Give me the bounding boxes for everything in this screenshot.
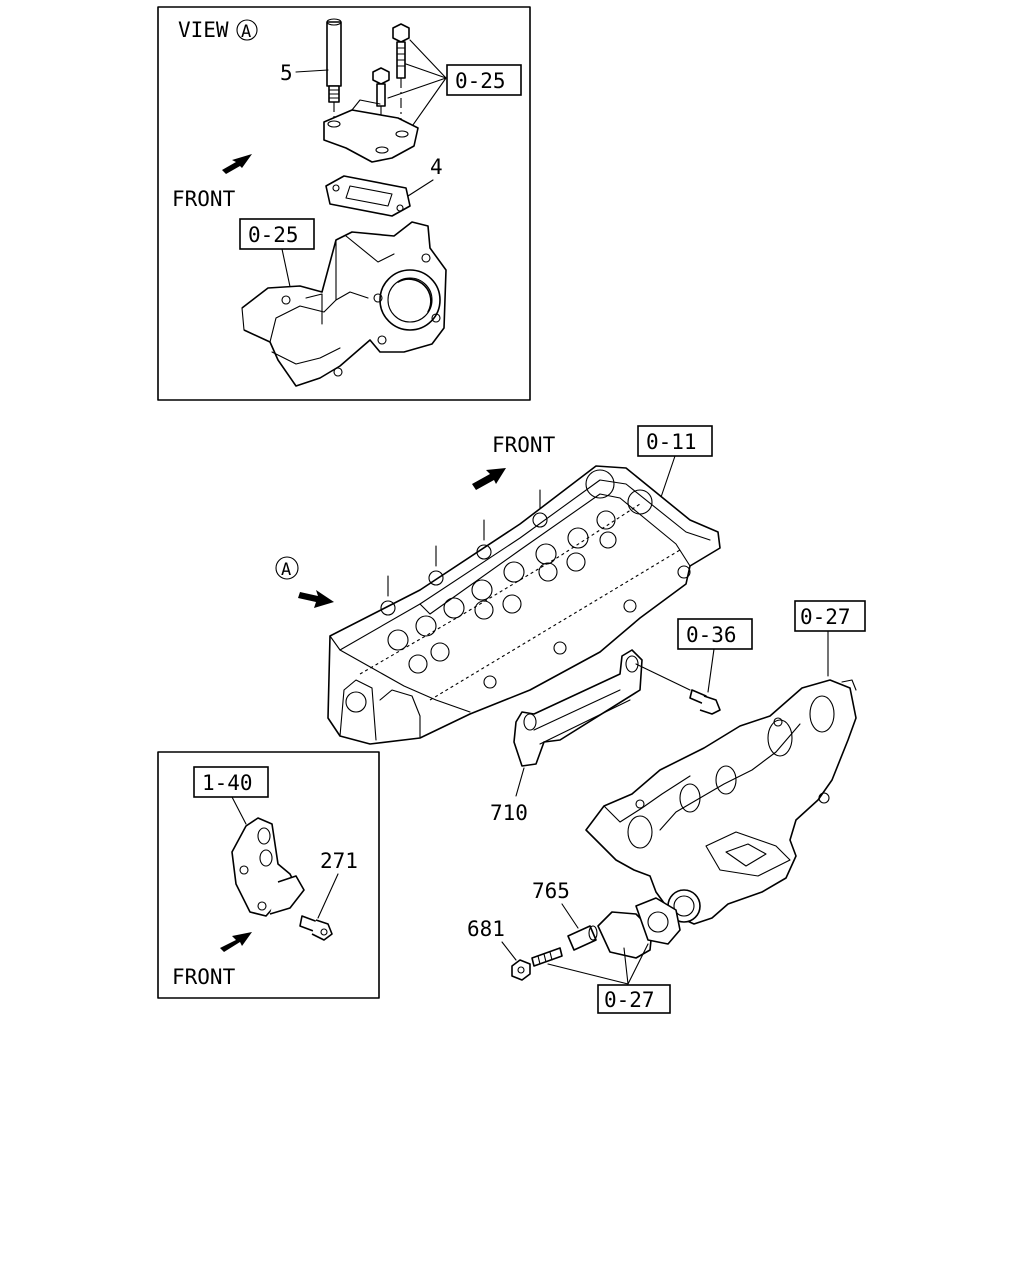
inset-front-label: FRONT [172, 965, 236, 989]
manifold-gaskets [597, 897, 681, 959]
label-part-5: 5 [280, 61, 293, 85]
view-a-ref-letter: A [281, 560, 291, 580]
label-part-681: 681 [467, 917, 505, 941]
ref-label-head: 0-25 [248, 223, 299, 247]
cam-journals [380, 469, 691, 689]
ref-label-bracket: 1-40 [202, 771, 253, 795]
head-block [327, 465, 721, 745]
bracket-inset-frame [157, 751, 380, 999]
bolt-ref-0-36 [689, 689, 721, 715]
label-part-4: 4 [430, 155, 443, 179]
gasket-part-4 [325, 175, 411, 217]
cylinder-head-section [241, 221, 447, 387]
main-front-arrow-icon [472, 468, 506, 490]
ref-box-manifold [794, 600, 866, 632]
bracket-part-710 [513, 649, 691, 767]
exhaust-manifold [585, 679, 857, 925]
mounting-bracket [231, 817, 305, 917]
nut-stud [392, 23, 410, 132]
view-a-ref-circle [275, 556, 299, 580]
view-a-front-label: FRONT [172, 187, 236, 211]
label-part-710: 710 [490, 801, 528, 825]
view-a-arrow-icon [298, 590, 334, 608]
stud-and-nut-part-681 [511, 947, 563, 981]
sleeve-part-765 [567, 925, 598, 951]
view-a-title: VIEW [178, 18, 229, 42]
bolt-part-271 [299, 915, 333, 941]
ref-label-cover: 0-11 [646, 430, 697, 454]
front-arrow-icon [222, 154, 252, 174]
ref-box-bolts [446, 64, 522, 96]
view-a-frame [157, 6, 531, 401]
cylinder-head-assembly: FRONT 0-11 A [275, 425, 721, 745]
main-front-label: FRONT [492, 433, 556, 457]
ref-box-bolt [677, 618, 753, 650]
view-a-panel: VIEW A 5 0-25 [157, 6, 531, 401]
ref-box-bracket [193, 766, 269, 798]
ref-box-gasket [597, 984, 671, 1014]
ref-label-bolts: 0-25 [455, 69, 506, 93]
long-stud-part-5 [326, 18, 342, 120]
view-a-circle [236, 19, 258, 41]
flange-plate [323, 99, 419, 163]
label-part-271: 271 [320, 849, 358, 873]
ref-box-head [239, 218, 315, 250]
inset-front-arrow-icon [220, 932, 252, 952]
ref-label-manifold: 0-27 [800, 605, 851, 629]
label-part-765: 765 [532, 879, 570, 903]
ref-label-bolt: 0-36 [686, 623, 737, 647]
bolt-short [372, 67, 390, 150]
bracket-inset-panel: 1-40 271 FRONT [157, 751, 380, 999]
view-a-circle-letter: A [241, 22, 251, 42]
ref-label-gasket: 0-27 [604, 988, 655, 1012]
